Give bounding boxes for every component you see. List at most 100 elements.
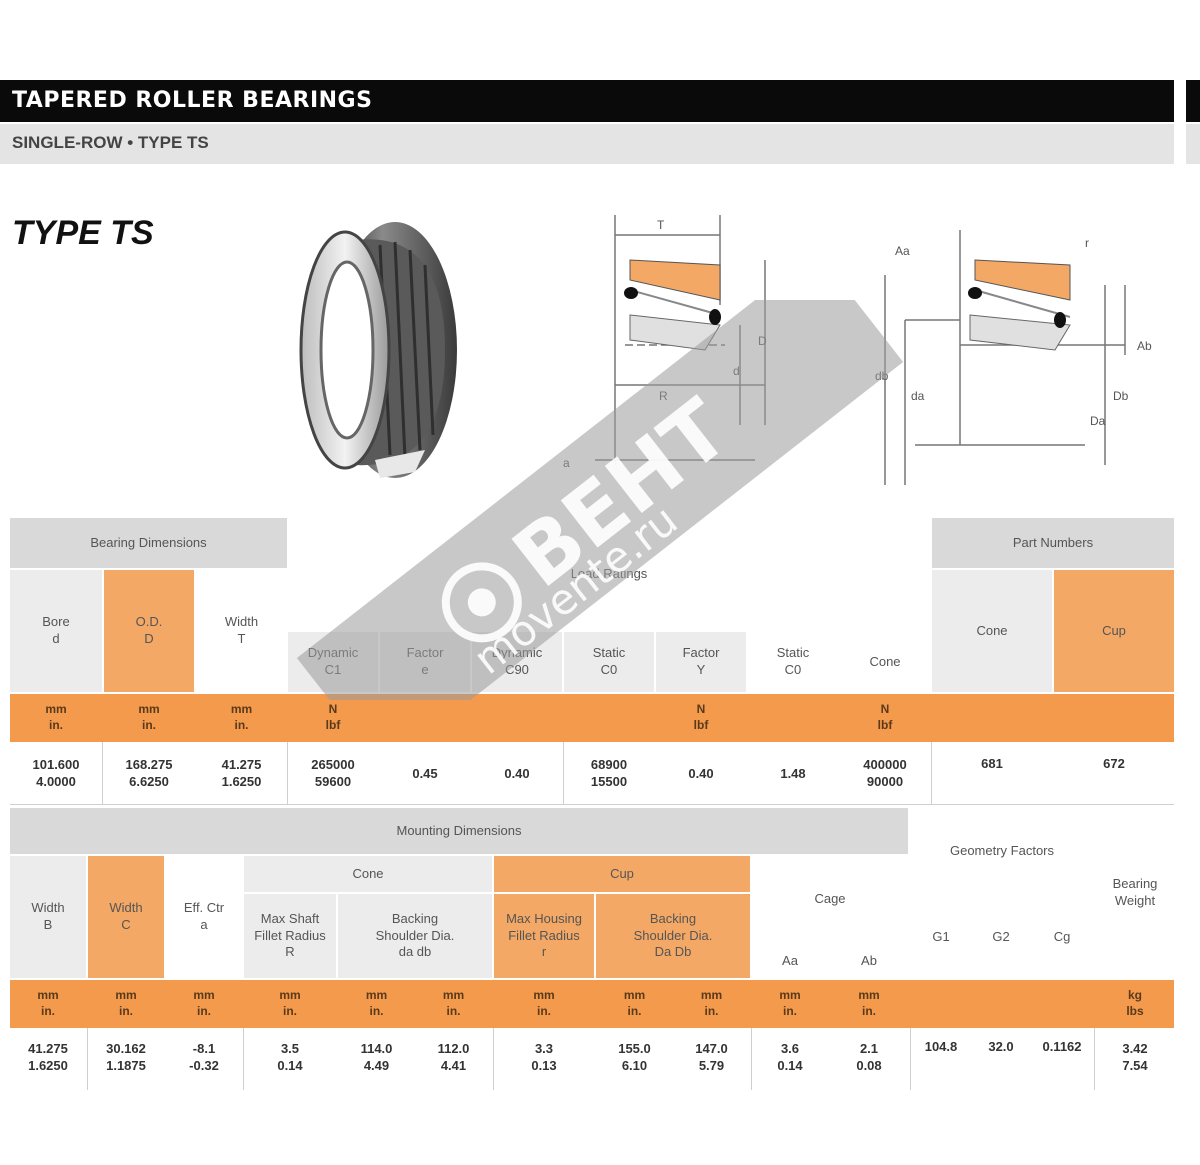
- col-max-housing-fillet: Max Housing Fillet Radius r: [494, 894, 594, 978]
- col-cg: Cg: [1032, 896, 1092, 978]
- dimension-diagram-right: Aa r Ab Db Da db da: [875, 230, 1152, 485]
- table2-row-1-dda: 155.0 6.10: [618, 1041, 651, 1073]
- unit2-weight: kg lbs: [1126, 988, 1144, 1018]
- table-row-1-cone: 681: [981, 755, 1003, 771]
- page-subtitle: SINGLE-ROW • TYPE TS: [12, 133, 209, 152]
- col-cup-backing-shoulder: Backing Shoulder Dia. Da Db: [596, 894, 750, 978]
- group-cup: Cup: [494, 856, 750, 892]
- group-bearing-dimensions: Bearing Dimensions: [10, 518, 287, 568]
- col-width: Width T: [196, 570, 287, 692]
- table-row-1-e: 0.45: [412, 765, 438, 781]
- col-g2: G2: [972, 896, 1030, 978]
- col-dynamic-c90: Dynamic C90: [472, 632, 562, 692]
- col-factor-y: Factor Y: [656, 632, 746, 692]
- unit-bore: mm in.: [45, 702, 67, 732]
- type-label: TYPE TS: [12, 214, 154, 252]
- table-row-1-y: 1.48: [780, 765, 806, 781]
- table-row-1-bore: 101.600 4.0000: [32, 757, 80, 789]
- table2-row-1-g1: 104.8: [924, 1038, 958, 1054]
- unit-c0: N lbf: [693, 702, 709, 732]
- table2-row-1-b: 41.275 1.6250: [28, 1041, 68, 1073]
- table-row-1-cup: 672: [1103, 755, 1125, 771]
- unit-c0-2: N lbf: [877, 702, 893, 732]
- col-bearing-weight: Bearing Weight: [1096, 808, 1174, 978]
- table2-row-1-a: -8.1 -0.32: [189, 1041, 219, 1073]
- diagram-label-ab: Ab: [1137, 339, 1152, 353]
- col-od: O.D. D: [104, 570, 194, 692]
- group-mounting-dimensions: Mounting Dimensions: [10, 808, 908, 854]
- table-row-1-c90b: 0.40: [688, 765, 714, 781]
- table2-row-1-cg: 0.1162: [1042, 1038, 1082, 1054]
- unit2-c: mm in.: [115, 988, 137, 1018]
- diagram-label-a: a: [563, 456, 570, 470]
- group-part-numbers: Part Numbers: [932, 518, 1174, 568]
- unit2-ddb: mm in.: [700, 988, 723, 1018]
- diagram-label-da-bore: da: [911, 389, 925, 403]
- bearing-image: [299, 222, 457, 478]
- table2-row-1-db: 112.0 4.41: [437, 1041, 470, 1073]
- dimension-diagram-left: T R D d a: [563, 215, 767, 470]
- col-g1: G1: [912, 896, 970, 978]
- col-cup: Cup: [1054, 570, 1174, 692]
- unit2-ab: mm in.: [858, 988, 880, 1018]
- group-geometry-factors: Geometry Factors: [912, 808, 1092, 894]
- diagram-label-da-outer: Da: [1090, 414, 1106, 428]
- col-width-b: Width B: [10, 856, 86, 978]
- table2-row-1-r: 3.5 0.14: [277, 1041, 303, 1073]
- unit-c1: N lbf: [325, 702, 341, 732]
- col-static-c0-2: Cone: [840, 632, 930, 692]
- table2-row-1-ab: 2.1 0.08: [856, 1041, 882, 1073]
- header-bar-right: [1186, 80, 1200, 122]
- unit2-r: mm in.: [279, 988, 301, 1018]
- group-cone: Cone: [244, 856, 492, 892]
- diagram-label-d-bore: d: [733, 364, 740, 378]
- col-cage-header: Cage: [752, 856, 908, 942]
- diagram-label-d-outer: D: [758, 334, 767, 348]
- unit2-b: mm in.: [37, 988, 59, 1018]
- table-row-1-c1: 265000 59600: [311, 757, 355, 789]
- col-bore: Bore d: [10, 570, 102, 692]
- diagram-label-r: R: [659, 389, 668, 403]
- table2-row-1-aa: 3.6 0.14: [777, 1041, 803, 1073]
- col-width-c: Width C: [88, 856, 164, 978]
- header-bar: [0, 80, 1174, 122]
- unit2-dda: mm in.: [623, 988, 646, 1018]
- subheader-bar-right: [1186, 124, 1200, 164]
- unit2-da: mm in.: [365, 988, 388, 1018]
- unit-width: mm in.: [230, 702, 253, 732]
- table-row-1-od: 168.275 6.6250: [125, 757, 173, 789]
- group-load-ratings: Load Ratings: [288, 518, 930, 630]
- unit2-aa: mm in.: [779, 988, 801, 1018]
- col-static-c0: Static C0: [564, 632, 654, 692]
- unit-od: mm in.: [138, 702, 160, 732]
- diagram-label-aa: Aa: [895, 244, 910, 258]
- table2-row-1-weight: 3.42 7.54: [1122, 1041, 1148, 1073]
- unit-row-2: [10, 980, 1174, 1028]
- diagram-label-db-outer: Db: [1113, 389, 1129, 403]
- col-cone: Cone: [932, 570, 1052, 692]
- unit2-a: mm in.: [193, 988, 215, 1018]
- col-ab: Ab: [830, 944, 908, 978]
- unit2-rr: mm in.: [533, 988, 555, 1018]
- diagram-label-r-small: r: [1085, 236, 1089, 250]
- table2-row-1-rr: 3.3 0.13: [531, 1041, 557, 1073]
- table2-row-1-g2: 32.0: [988, 1038, 1014, 1054]
- table-row-1-width: 41.275 1.6250: [221, 757, 262, 789]
- table2-row-1-ddb: 147.0 5.79: [695, 1041, 728, 1073]
- col-cone-backing-shoulder: Backing Shoulder Dia. da db: [338, 894, 492, 978]
- diagram-label-t: T: [657, 218, 665, 232]
- table2-row-1-da: 114.0 4.49: [360, 1041, 393, 1073]
- page-title: TAPERED ROLLER BEARINGS: [12, 88, 373, 113]
- table-row-1-c90: 0.40: [504, 765, 530, 781]
- col-aa: Aa: [752, 944, 828, 978]
- col-factor-e: Factor e: [380, 632, 470, 692]
- table2-row-1-c: 30.162 1.1875: [106, 1041, 146, 1073]
- subheader-bar: [0, 124, 1174, 164]
- col-eff-ctr: Eff. Ctr a: [166, 856, 242, 978]
- unit-row-1: [10, 694, 1174, 742]
- col-dynamic-c1: Dynamic C1: [288, 632, 378, 692]
- col-factor-k: Static C0: [748, 632, 838, 692]
- col-max-shaft-fillet: Max Shaft Fillet Radius R: [244, 894, 336, 978]
- table-row-1-c0-2: 400000 90000: [863, 757, 907, 789]
- table-row-1-c0: 68900 15500: [590, 757, 628, 789]
